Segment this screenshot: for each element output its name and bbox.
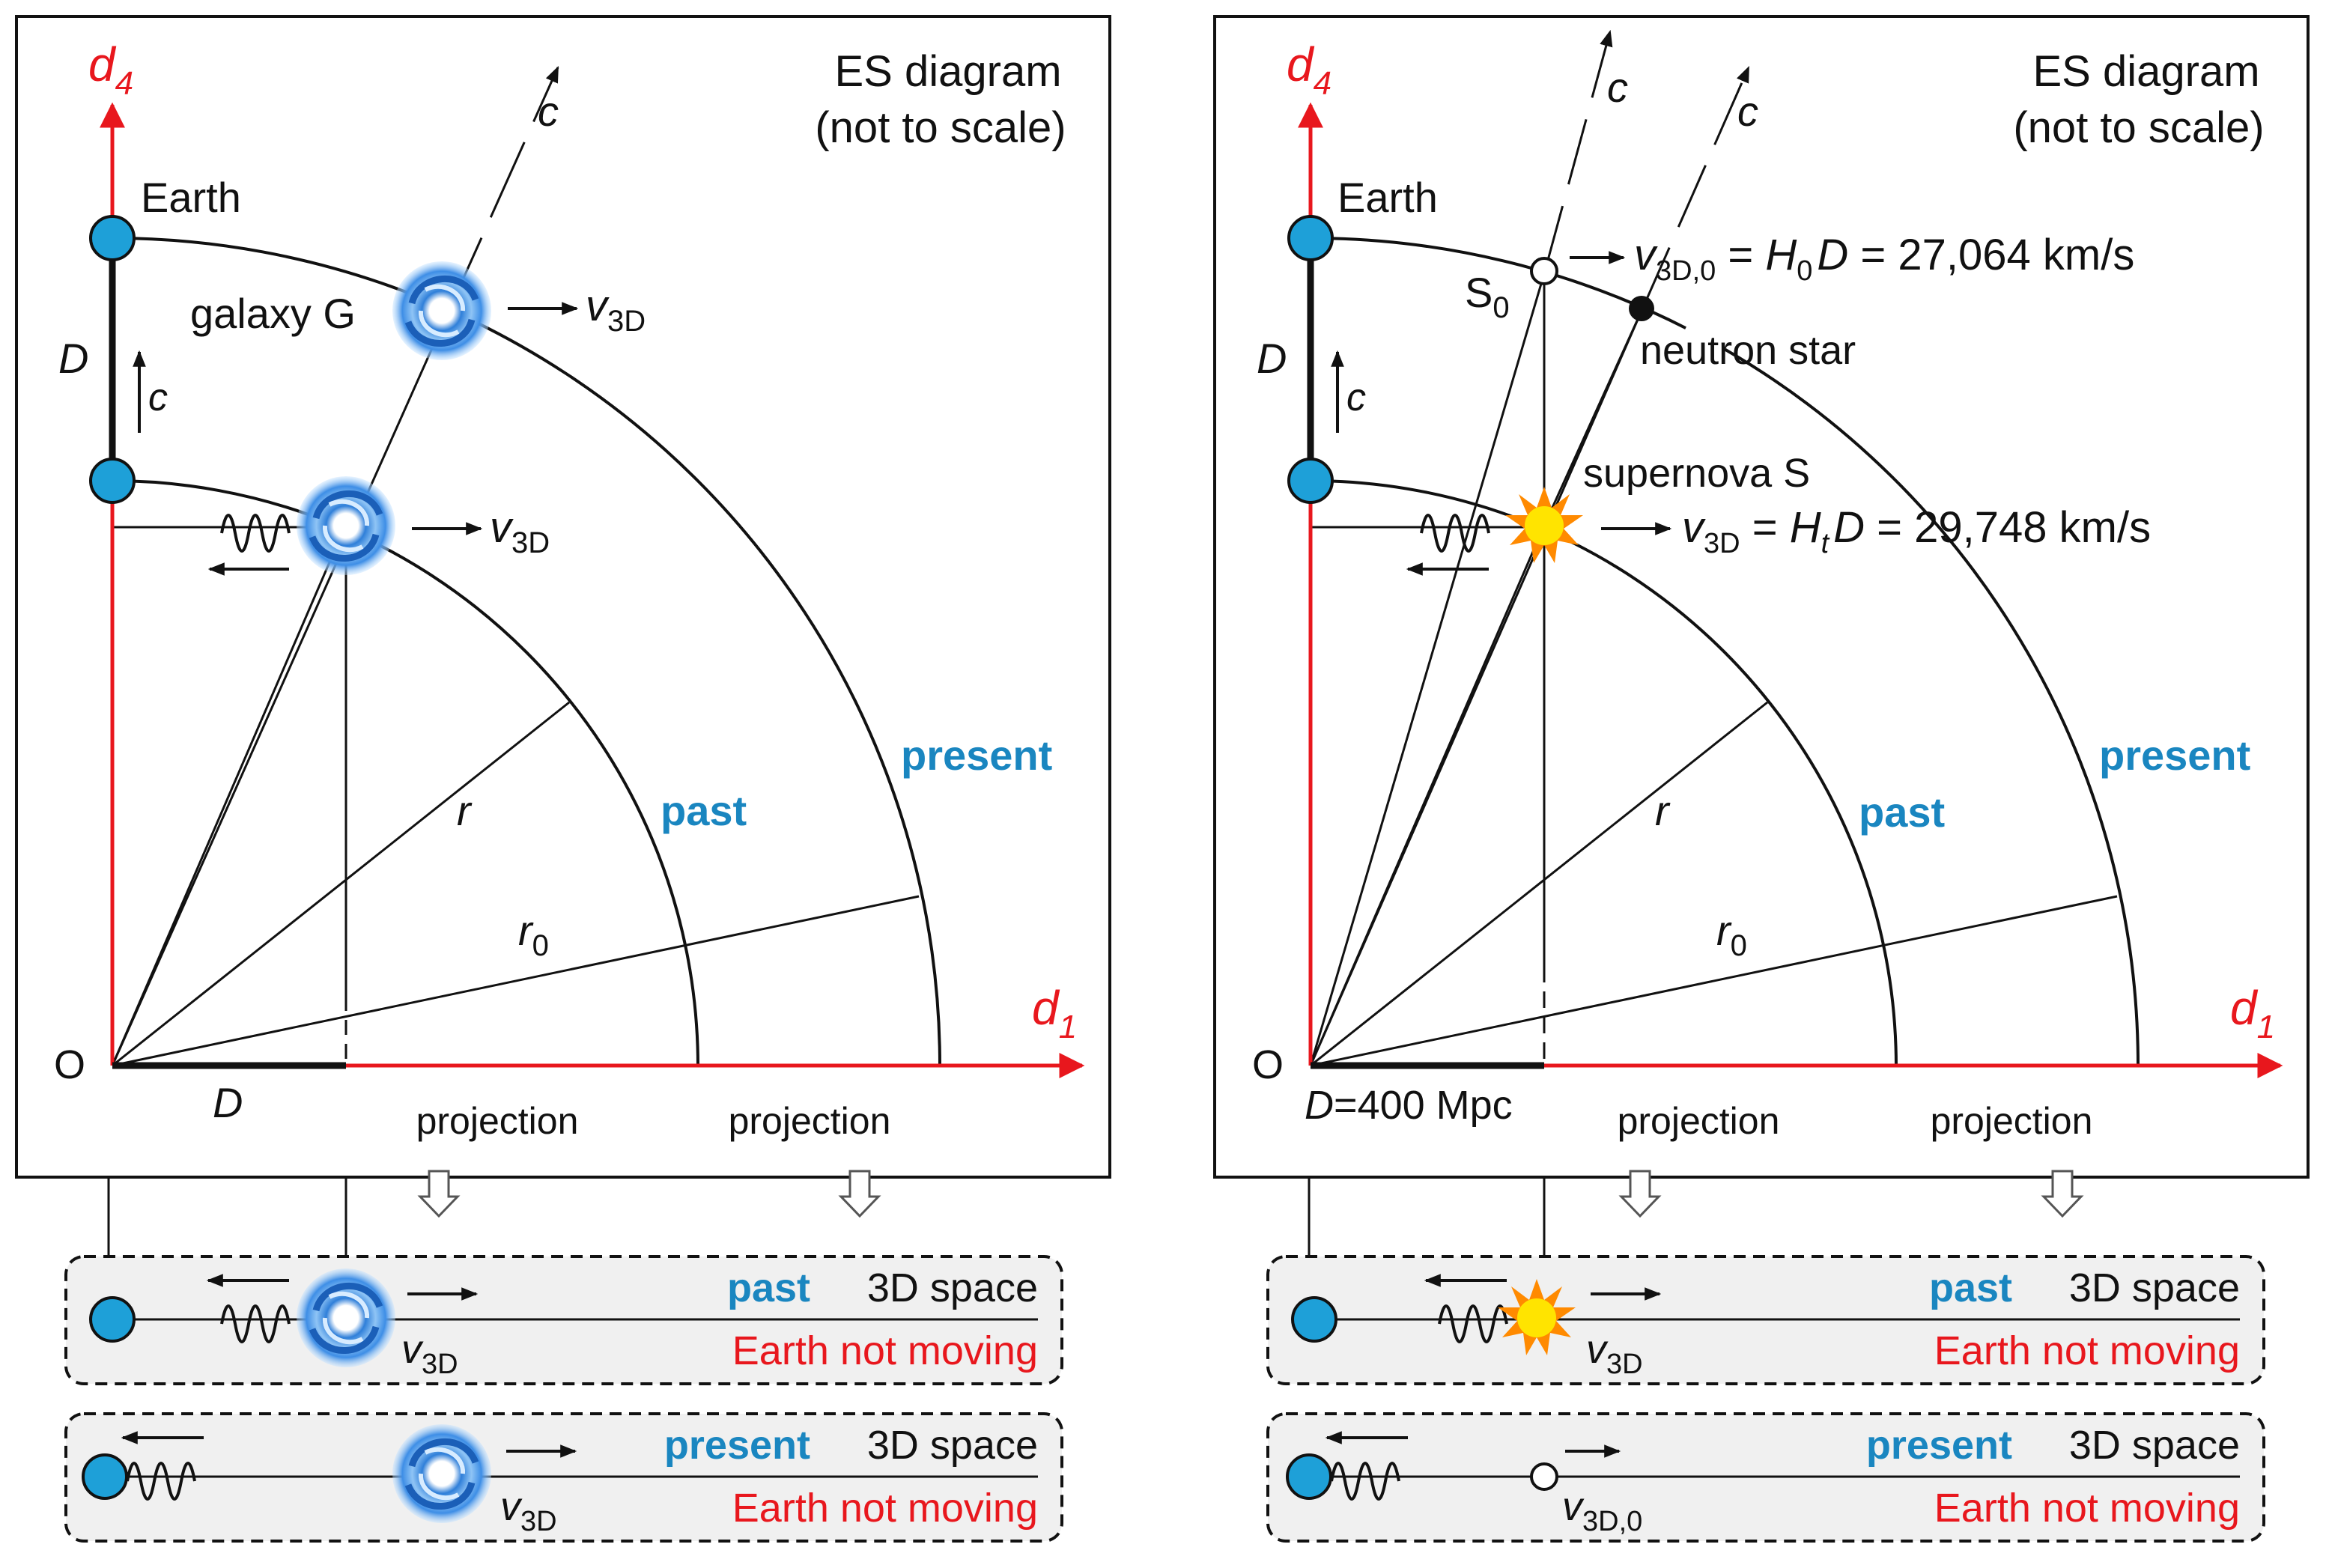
right-present-box-S0 bbox=[1530, 1462, 1558, 1491]
right-c-ray-1 bbox=[1543, 29, 1613, 272]
r-radius bbox=[112, 701, 570, 1067]
left-title-line2: (not to scale) bbox=[815, 103, 1066, 152]
right-past-box-space: 3D space bbox=[2069, 1265, 2240, 1310]
right-c-ray-2-label: c bbox=[1737, 88, 1758, 135]
right-earth-past-dot bbox=[1287, 458, 1334, 504]
left-d1-label: d1 bbox=[1032, 981, 1077, 1045]
past-galaxy-ray bbox=[111, 523, 347, 1066]
S0-label: S0 bbox=[1465, 269, 1510, 324]
right-d1-label: d1 bbox=[2230, 981, 2275, 1045]
right-earth-present-dot bbox=[1287, 215, 1334, 261]
right-past-box-era: past bbox=[1929, 1265, 2012, 1310]
left-c-vertical-label: c bbox=[148, 376, 168, 419]
left-panel: ES diagram (not to scale) d4 d1 O Earth … bbox=[15, 15, 1111, 1543]
v3d-past-label: v3D bbox=[490, 503, 550, 559]
earth-past-dot bbox=[89, 458, 136, 504]
left-present-box-earth-state: Earth not moving bbox=[732, 1486, 1038, 1531]
right-past-3d-box: v3D past 3D space Earth not moving bbox=[1266, 1255, 2265, 1385]
right-earth-label: Earth bbox=[1337, 174, 1438, 221]
left-r0-label: r0 bbox=[518, 907, 549, 962]
right-past-arc bbox=[1310, 479, 1898, 1066]
left-present-3d-box: v3D present 3D space Earth not moving bbox=[64, 1412, 1063, 1543]
right-present-label: present bbox=[2099, 732, 2250, 779]
left-past-label: past bbox=[661, 787, 747, 834]
left-frame bbox=[15, 15, 1111, 1179]
right-present-box-earth-state: Earth not moving bbox=[1934, 1486, 2240, 1531]
left-D-horizontal-label: D bbox=[213, 1079, 243, 1126]
left-past-box-era: past bbox=[727, 1265, 810, 1310]
left-past-box-earth bbox=[89, 1296, 136, 1343]
right-projection-2: projection bbox=[1931, 1100, 2093, 1142]
right-present-box-space: 3D space bbox=[2069, 1423, 2240, 1468]
left-present-box-space: 3D space bbox=[867, 1423, 1038, 1468]
right-r-label: r bbox=[1655, 787, 1671, 834]
left-c-ray-label: c bbox=[538, 88, 559, 135]
right-projection-1: projection bbox=[1618, 1100, 1780, 1142]
left-past-box-galaxy bbox=[297, 1268, 395, 1367]
v3d-present-label: v3D bbox=[586, 282, 646, 338]
right-past-box-earth-state: Earth not moving bbox=[1934, 1328, 2240, 1373]
right-r-radius bbox=[1310, 701, 1768, 1067]
right-D-vertical-label: D bbox=[1257, 335, 1287, 382]
left-D-vertical-label: D bbox=[58, 335, 88, 382]
right-d4-label: d4 bbox=[1287, 37, 1331, 102]
left-projection-2: projection bbox=[729, 1100, 891, 1142]
r0-radius bbox=[112, 895, 920, 1067]
present-arc bbox=[112, 237, 941, 1066]
right-present-box-earth bbox=[1286, 1453, 1332, 1500]
left-origin-label: O bbox=[54, 1042, 85, 1087]
left-earth-label: Earth bbox=[141, 174, 241, 221]
right-c-ray-2 bbox=[1641, 65, 1750, 310]
right-r0-label: r0 bbox=[1716, 907, 1747, 962]
left-title-line1: ES diagram bbox=[834, 47, 1061, 96]
D-400-label: D=400 Mpc bbox=[1305, 1083, 1513, 1128]
left-past-3d-box: v3D past 3D space Earth not moving bbox=[64, 1255, 1063, 1385]
right-c-ray-1-label: c bbox=[1607, 64, 1628, 111]
left-past-box-earth-state: Earth not moving bbox=[732, 1328, 1038, 1373]
earth-present-dot bbox=[89, 215, 136, 261]
right-past-label: past bbox=[1859, 788, 1945, 836]
supernova-label: supernova S bbox=[1583, 451, 1810, 496]
right-present-box-v: v3D,0 bbox=[1562, 1484, 1642, 1537]
galaxy-past-icon bbox=[297, 476, 395, 575]
supernova-to-neutron bbox=[1543, 309, 1644, 526]
neutron-star-label: neutron star bbox=[1640, 328, 1856, 373]
left-present-box-era: present bbox=[664, 1423, 810, 1468]
left-past-box-v: v3D bbox=[401, 1327, 458, 1380]
right-origin-label: O bbox=[1252, 1042, 1284, 1087]
S0-point bbox=[1530, 257, 1558, 285]
right-present-box-era: present bbox=[1866, 1423, 2012, 1468]
left-projection-1: projection bbox=[416, 1100, 579, 1142]
left-present-box-galaxy bbox=[392, 1424, 491, 1523]
right-past-box-v: v3D bbox=[1586, 1327, 1643, 1380]
galaxy-ray bbox=[111, 312, 449, 1066]
left-past-box-space: 3D space bbox=[867, 1265, 1038, 1310]
right-present-arc bbox=[1310, 237, 2140, 1066]
right-past-box-earth bbox=[1291, 1296, 1337, 1343]
right-title-line2: (not to scale) bbox=[2013, 103, 2264, 152]
left-d4-label: d4 bbox=[88, 37, 133, 102]
right-ray-supernova bbox=[1309, 525, 1546, 1066]
past-arc bbox=[112, 479, 699, 1066]
galaxy-label: galaxy G bbox=[190, 290, 356, 337]
right-r0-radius bbox=[1310, 895, 2118, 1067]
neutron-star-point bbox=[1629, 296, 1654, 321]
right-ray-S0 bbox=[1309, 270, 1546, 1066]
left-present-box-v: v3D bbox=[500, 1484, 557, 1537]
right-c-vertical-label: c bbox=[1346, 376, 1366, 419]
left-present-label: present bbox=[901, 732, 1052, 779]
galaxy-present-icon bbox=[392, 261, 491, 360]
right-frame bbox=[1213, 15, 2310, 1179]
left-r-label: r bbox=[457, 787, 473, 834]
left-present-box-earth bbox=[82, 1453, 128, 1500]
right-present-3d-box: v3D,0 present 3D space Earth not moving bbox=[1266, 1412, 2265, 1543]
right-title-line1: ES diagram bbox=[2032, 47, 2259, 96]
right-panel: ES diagram (not to scale) d4 d1 O Earth … bbox=[1213, 15, 2310, 1543]
